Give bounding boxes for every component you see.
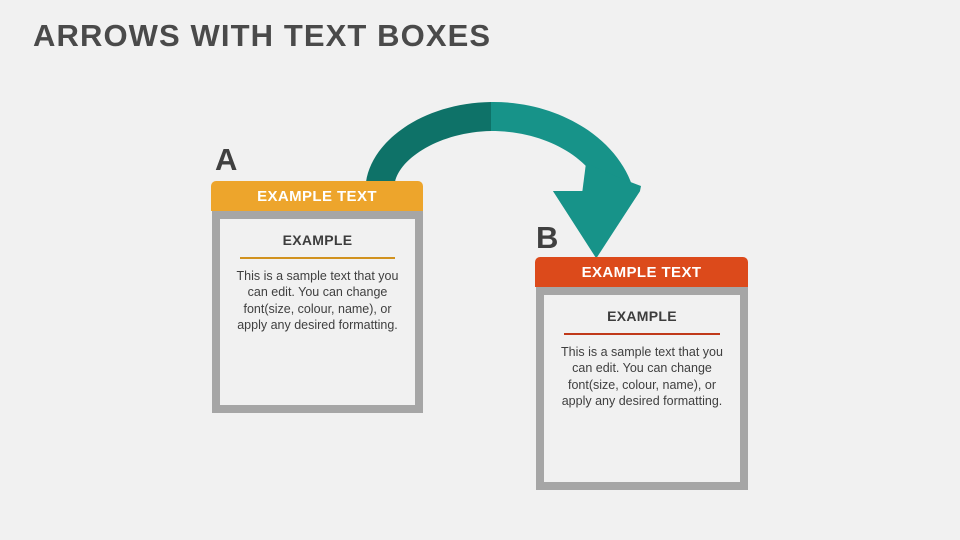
card-a-header[interactable]: EXAMPLE TEXT <box>211 181 423 211</box>
card-b-divider <box>564 333 720 335</box>
card-b-body: EXAMPLE This is a sample text that you c… <box>544 295 740 482</box>
card-b-header-label: EXAMPLE TEXT <box>581 263 702 281</box>
arrow-left-segment <box>366 102 491 182</box>
card-b-frame: EXAMPLE This is a sample text that you c… <box>536 287 748 490</box>
page-title: ARROWS WITH TEXT BOXES <box>33 18 492 53</box>
arrow-right-segment <box>491 101 635 202</box>
arrow-head-triangle <box>553 191 640 258</box>
card-b-text: This is a sample text that you can edit.… <box>561 344 723 409</box>
arrow-head-shaft-join <box>582 163 638 194</box>
card-b-subtitle: EXAMPLE <box>607 308 677 324</box>
card-a-divider <box>240 257 395 259</box>
card-a-letter: A <box>215 142 238 177</box>
arrow-head-icon <box>553 165 641 258</box>
card-a-text: This is a sample text that you can edit.… <box>236 268 399 333</box>
card-a-body: EXAMPLE This is a sample text that you c… <box>220 219 415 405</box>
card-a-subtitle: EXAMPLE <box>282 232 353 248</box>
card-b-header[interactable]: EXAMPLE TEXT <box>535 257 748 287</box>
card-a-frame: EXAMPLE This is a sample text that you c… <box>212 211 423 413</box>
card-b-letter: B <box>536 220 559 255</box>
card-a-header-label: EXAMPLE TEXT <box>257 187 377 205</box>
